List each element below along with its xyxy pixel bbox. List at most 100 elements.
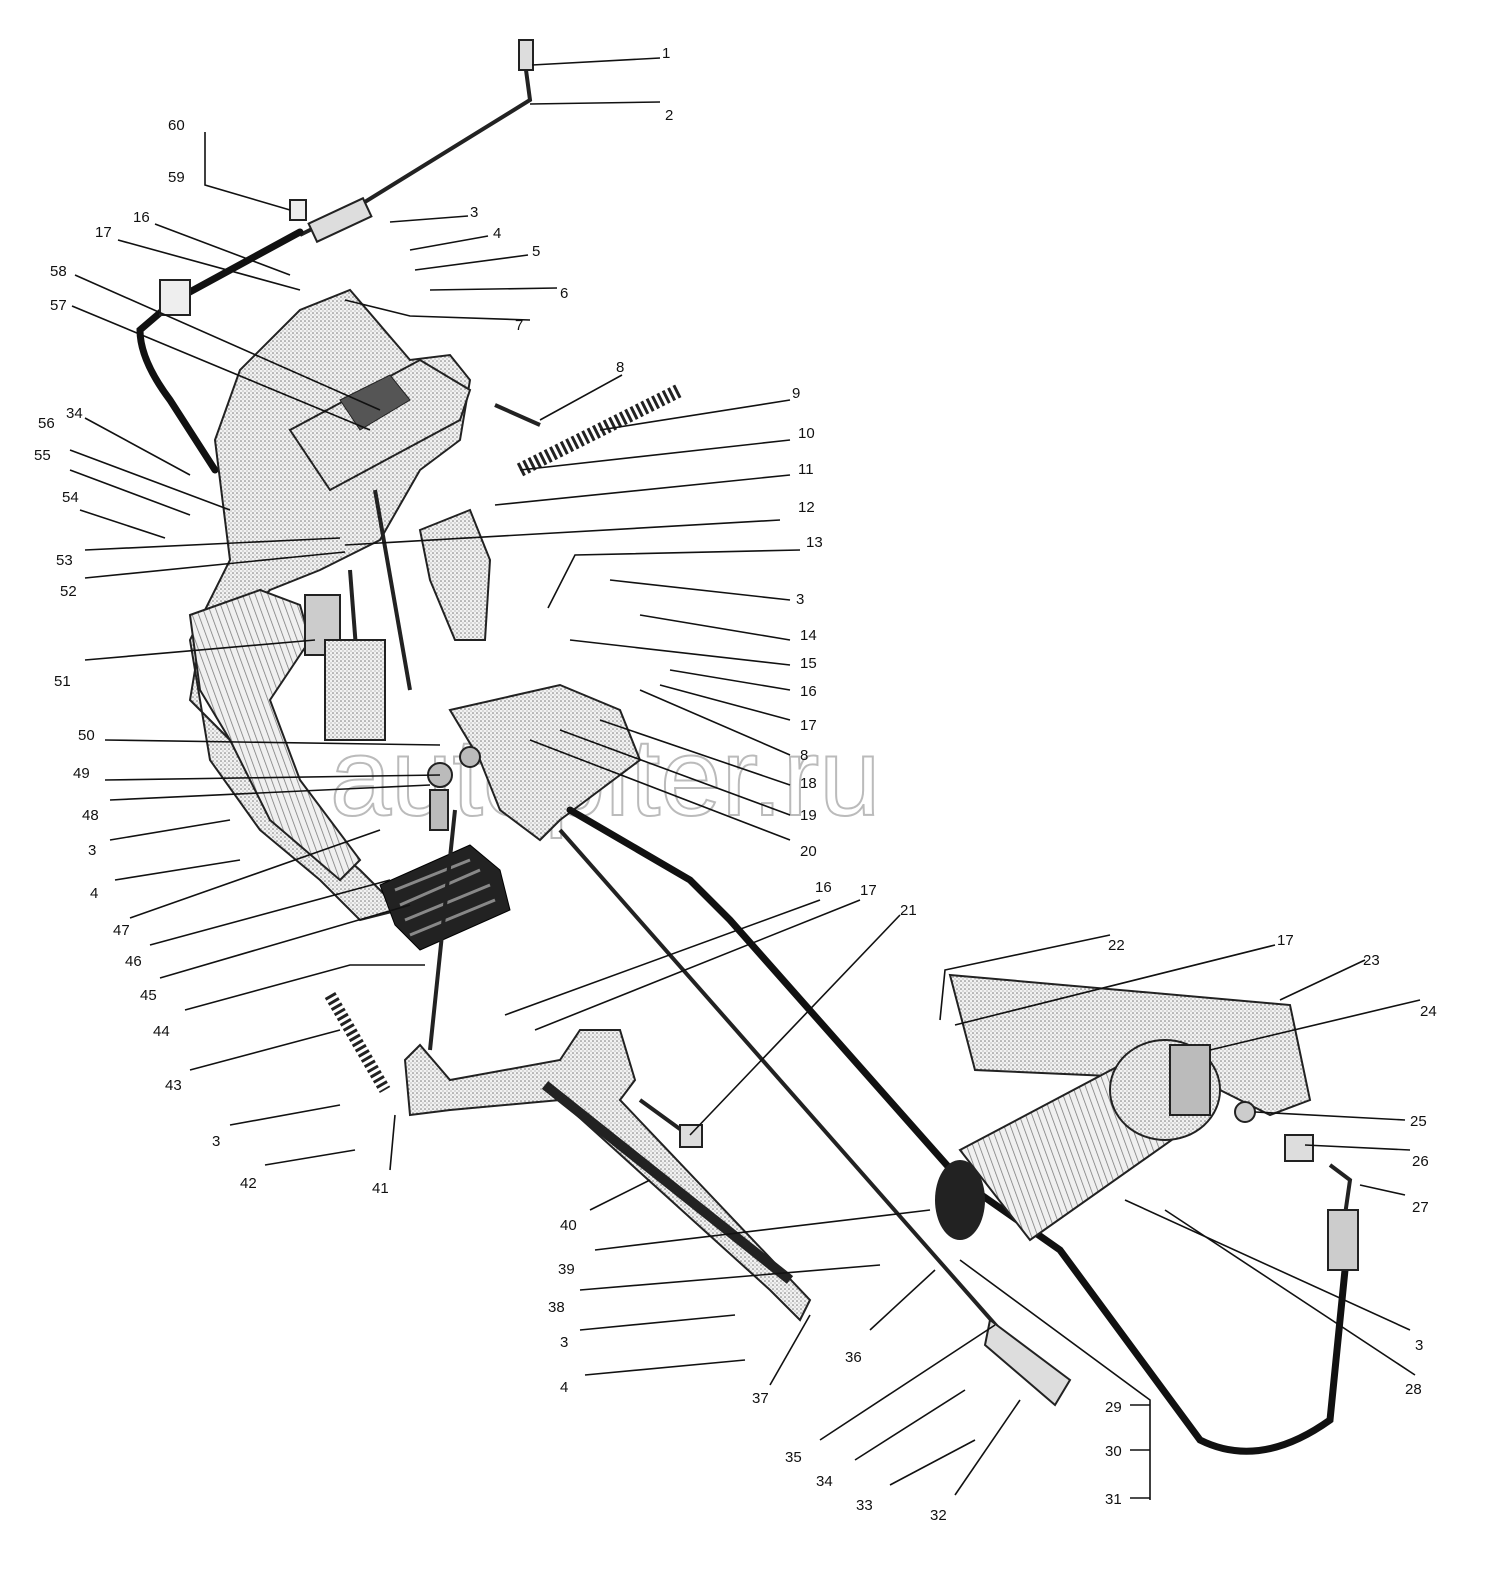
callout-label: 48 <box>82 807 99 824</box>
callout-label: 38 <box>548 1299 565 1316</box>
callout-label: 9 <box>792 385 800 402</box>
brake-pipe-top <box>289 39 534 244</box>
long-rod <box>558 828 1002 1332</box>
callout-label: 3 <box>470 204 478 221</box>
lever-40 <box>403 1029 812 1322</box>
callout-label: 8 <box>616 359 624 376</box>
callout-label: 16 <box>800 683 817 700</box>
bracket-arm <box>418 508 492 641</box>
callout-label: 22 <box>1108 937 1125 954</box>
callout-label: 54 <box>62 489 79 506</box>
callout-label: 49 <box>73 765 90 782</box>
callout-label: 57 <box>50 297 67 314</box>
callout-label: 33 <box>856 1497 873 1514</box>
callout-label: 43 <box>165 1077 182 1094</box>
callout-label: 34 <box>816 1473 833 1490</box>
callout-label: 14 <box>800 627 817 644</box>
callout-label: 32 <box>930 1507 947 1524</box>
spring-43 <box>324 991 391 1094</box>
callout-label: 15 <box>800 655 817 672</box>
callout-label: 8 <box>800 747 808 764</box>
valve-body <box>324 639 386 741</box>
washer-25 <box>1234 1101 1256 1123</box>
callout-label: 28 <box>1405 1381 1422 1398</box>
rod-vertical <box>373 489 412 691</box>
clevis-35 <box>983 1318 1072 1407</box>
elbow-27 <box>1328 1163 1353 1216</box>
callout-label: 2 <box>665 107 673 124</box>
callout-label: 58 <box>50 263 67 280</box>
shaft-housing <box>288 358 472 492</box>
callout-label: 59 <box>168 169 185 186</box>
callout-label: 26 <box>1412 1153 1429 1170</box>
push-rod-44 <box>428 809 457 1051</box>
callout-label: 17 <box>860 882 877 899</box>
hose-left <box>136 228 304 474</box>
callout-label: 17 <box>95 224 112 241</box>
lever-rod <box>541 1081 794 1284</box>
callout-label: 27 <box>1412 1199 1429 1216</box>
callout-label: 36 <box>845 1349 862 1366</box>
pivot-block <box>448 683 642 842</box>
callout-label: 11 <box>798 461 814 478</box>
callout-label: 6 <box>560 285 568 302</box>
callout-label: 4 <box>493 225 501 242</box>
callout-label: 21 <box>900 902 917 919</box>
callout-label: 4 <box>560 1379 568 1396</box>
callout-label: 12 <box>798 499 815 516</box>
callout-label: 56 <box>38 415 55 432</box>
callout-label: 53 <box>56 552 73 569</box>
callout-label: 5 <box>532 243 540 260</box>
callout-label: 24 <box>1420 1003 1437 1020</box>
callout-label: 3 <box>796 591 804 608</box>
callout-label: 41 <box>372 1180 389 1197</box>
callout-label: 29 <box>1105 1399 1122 1416</box>
callout-label: 45 <box>140 987 157 1004</box>
callout-label: 35 <box>785 1449 802 1466</box>
hose-end <box>1327 1209 1359 1271</box>
callout-label: 60 <box>168 117 185 134</box>
callout-label: 46 <box>125 953 142 970</box>
callout-label: 3 <box>560 1334 568 1351</box>
callout-label: 44 <box>153 1023 170 1040</box>
callout-label: 17 <box>800 717 817 734</box>
callout-label: 39 <box>558 1261 575 1278</box>
bracket-plate <box>188 588 362 882</box>
callout-label: 1 <box>662 45 670 62</box>
callout-label: 31 <box>1105 1491 1122 1508</box>
callout-label: 52 <box>60 583 77 600</box>
callout-label: 3 <box>1415 1337 1423 1354</box>
callout-label: 55 <box>34 447 51 464</box>
callout-numbers: 1 2 60 59 3 4 5 6 16 17 7 58 57 8 9 10 1… <box>34 45 1437 1524</box>
callout-label: 4 <box>90 885 98 902</box>
bolt-8 <box>494 403 541 427</box>
fitting-26 <box>1284 1134 1314 1162</box>
callout-label: 10 <box>798 425 815 442</box>
callout-label: 47 <box>113 922 130 939</box>
callout-label: 42 <box>240 1175 257 1192</box>
callout-label: 16 <box>133 209 150 226</box>
callout-label: 13 <box>806 534 823 551</box>
callout-label: 51 <box>54 673 71 690</box>
callout-label: 3 <box>88 842 96 859</box>
callout-label: 37 <box>752 1390 769 1407</box>
shaft-lever <box>339 374 411 431</box>
booster-cylinder <box>935 1039 1221 1242</box>
callout-label: 25 <box>1410 1113 1427 1130</box>
callout-label: 18 <box>800 775 817 792</box>
callout-label: 7 <box>515 317 523 334</box>
callout-label: 16 <box>815 879 832 896</box>
callout-label: 30 <box>1105 1443 1122 1460</box>
callout-label: 17 <box>1277 932 1294 949</box>
callout-label: 50 <box>78 727 95 744</box>
callout-label: 19 <box>800 807 817 824</box>
callout-label: 40 <box>560 1217 577 1234</box>
leader-lines <box>69 57 1421 1500</box>
clamp-left <box>159 279 191 316</box>
callout-label: 23 <box>1363 952 1380 969</box>
callout-label: 34 <box>66 405 83 422</box>
callout-label: 20 <box>800 843 817 860</box>
callout-label: 3 <box>212 1133 220 1150</box>
